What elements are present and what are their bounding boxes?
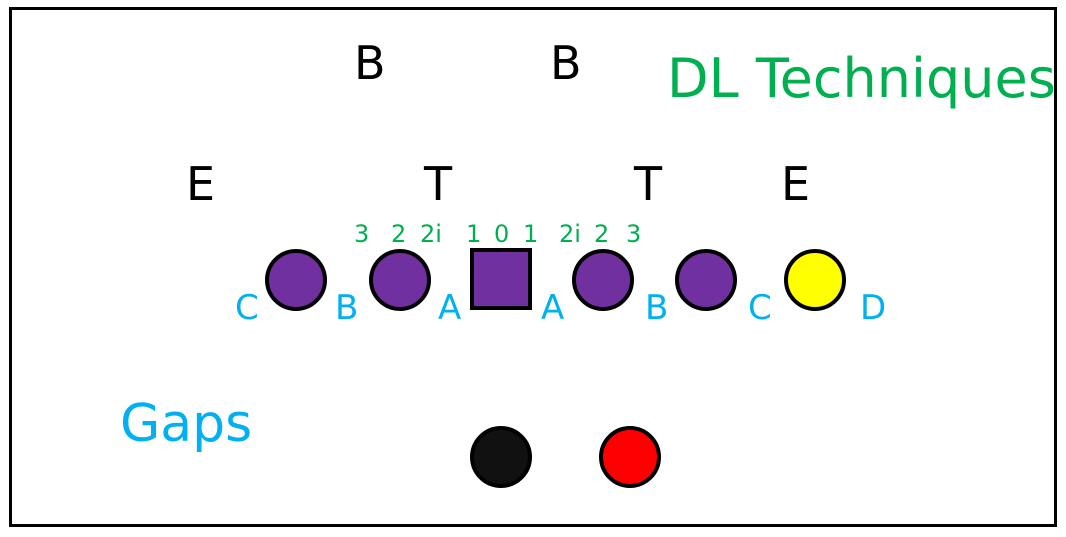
technique-number: 2i bbox=[420, 220, 442, 248]
technique-number: 1 bbox=[466, 220, 482, 248]
gap-letter: B bbox=[335, 288, 359, 328]
technique-number: 2i bbox=[559, 220, 581, 248]
back-black bbox=[470, 426, 532, 488]
gap-letter: C bbox=[748, 288, 772, 328]
technique-number: 0 bbox=[494, 220, 510, 248]
gap-letter: A bbox=[438, 288, 462, 328]
technique-number: 3 bbox=[626, 220, 642, 248]
lineman-left-guard bbox=[369, 249, 431, 311]
gaps-title: Gaps bbox=[120, 394, 253, 454]
linebacker-label-left: B bbox=[354, 36, 386, 90]
technique-number: 1 bbox=[523, 220, 539, 248]
back-red bbox=[599, 426, 661, 488]
lineman-left-tackle bbox=[265, 249, 327, 311]
diagram-frame bbox=[9, 7, 1057, 527]
technique-number: 2 bbox=[391, 220, 407, 248]
diagram-title: DL Techniques bbox=[667, 47, 1056, 110]
lineman-right-tackle bbox=[675, 249, 737, 311]
gap-letter: D bbox=[860, 288, 887, 328]
tackle-label-right: T bbox=[634, 157, 663, 211]
technique-number: 3 bbox=[354, 220, 370, 248]
lineman-right-guard bbox=[572, 249, 634, 311]
tackle-label-left: T bbox=[424, 157, 453, 211]
technique-number: 2 bbox=[594, 220, 610, 248]
linebacker-label-right: B bbox=[550, 36, 582, 90]
end-label-left: E bbox=[186, 157, 216, 211]
tight-end bbox=[784, 249, 846, 311]
end-label-right: E bbox=[781, 157, 811, 211]
gap-letter: C bbox=[235, 288, 259, 328]
lineman-center bbox=[470, 248, 532, 310]
gap-letter: B bbox=[645, 288, 669, 328]
gap-letter: A bbox=[541, 288, 565, 328]
